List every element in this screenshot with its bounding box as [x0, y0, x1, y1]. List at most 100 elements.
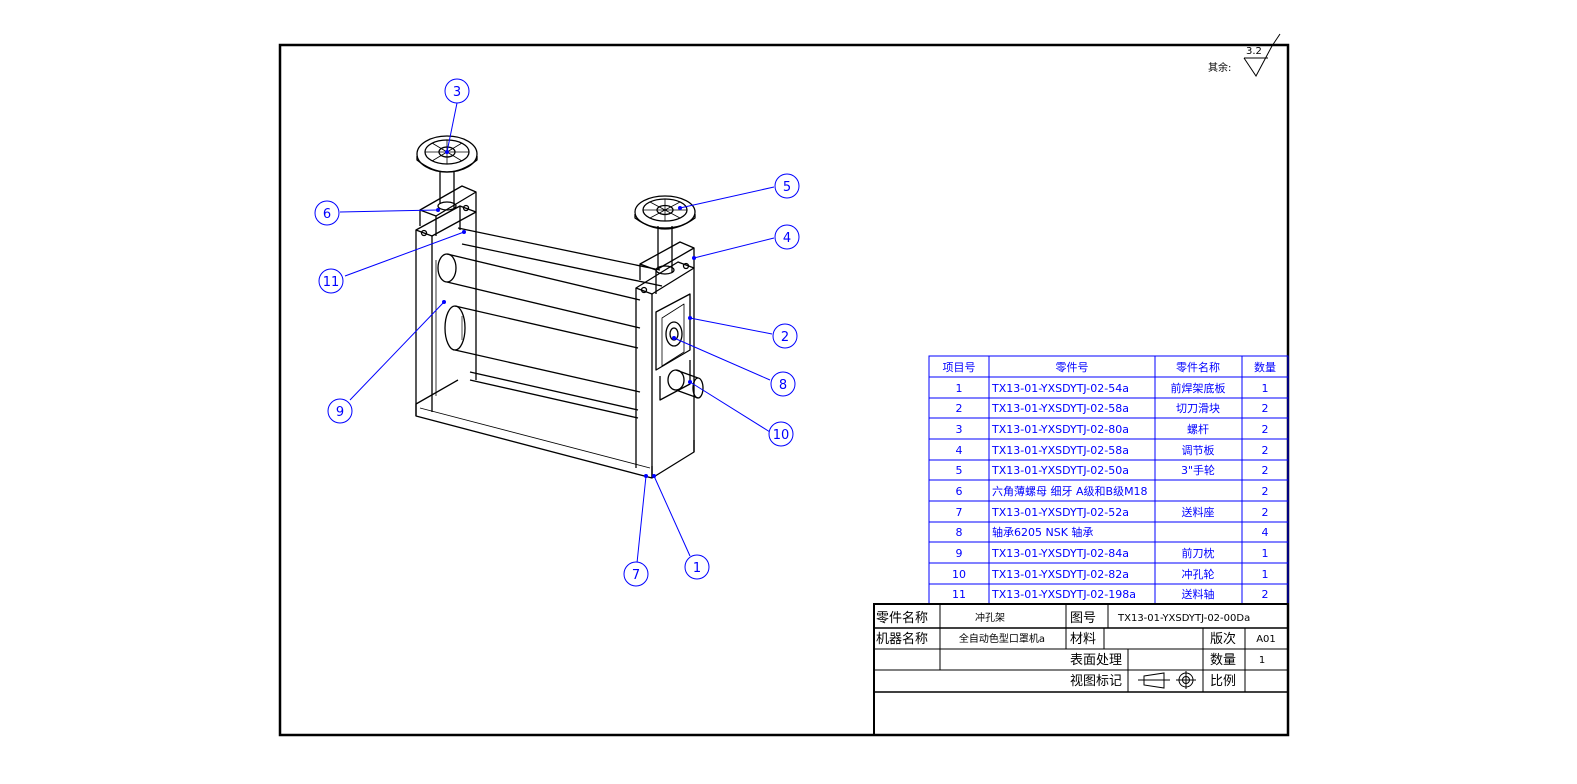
projection-symbol-icon [1138, 671, 1196, 689]
bom-cell-part-name: 前焊架底板 [1171, 381, 1226, 395]
balloon-callouts [339, 102, 775, 564]
balloon-number: 7 [632, 568, 640, 583]
bom-cell-qty: 1 [1262, 382, 1269, 395]
balloon-number: 2 [781, 330, 789, 345]
bom-cell-part-no: TX13-01-YXSDYTJ-02-50a [991, 464, 1129, 477]
bom-cell-qty: 2 [1262, 485, 1269, 498]
bom-cell-part-no: TX13-01-YXSDYTJ-02-84a [991, 547, 1129, 560]
bom-cell-qty: 2 [1262, 464, 1269, 477]
bom-cell-item: 10 [952, 568, 966, 581]
title-block-grid [873, 603, 1289, 736]
bom-header-row: 项目号 零件号 零件名称 数量 [943, 360, 1277, 374]
bom-cell-item: 6 [956, 485, 963, 498]
rollers [437, 227, 663, 419]
bom-row-1: 1 TX13-01-YXSDYTJ-02-54a 前焊架底板 1 [956, 381, 1269, 395]
bom-cell-part-no: TX13-01-YXSDYTJ-02-80a [991, 423, 1129, 436]
bom-row-11: 11 TX13-01-YXSDYTJ-02-198a 送料轴 2 [952, 587, 1269, 601]
balloon-11: 11 [318, 268, 344, 294]
bom-cell-item: 5 [956, 464, 963, 477]
bom-cell-item: 8 [956, 526, 963, 539]
bom-cell-qty: 2 [1262, 588, 1269, 601]
balloon-7: 7 [623, 561, 649, 587]
bom-cell-qty: 1 [1262, 547, 1269, 560]
bom-cell-part-no: TX13-01-YXSDYTJ-02-198a [991, 588, 1136, 601]
shaft-stub [667, 369, 704, 399]
bom-cell-part-name: 螺杆 [1187, 422, 1209, 436]
bom-cell-item: 11 [952, 588, 966, 601]
left-frame [415, 185, 477, 412]
balloon-number: 6 [323, 207, 331, 222]
bom-cell-part-name: 冲孔轮 [1182, 567, 1215, 581]
bom-row-6: 6 六角薄螺母 细牙 A级和B级M18 2 [956, 484, 1269, 498]
balloon-number: 9 [336, 405, 344, 420]
view-mark-label: 视图标记 [1070, 674, 1122, 689]
bom-cell-part-name: 切刀滑块 [1176, 402, 1220, 415]
bom-row-2: 2 TX13-01-YXSDYTJ-02-58a 切刀滑块 2 [956, 402, 1269, 415]
bom-cell-item: 9 [956, 547, 963, 560]
bom-cell-part-name: 送料座 [1182, 505, 1215, 519]
balloon-2: 2 [772, 323, 798, 349]
balloon-4: 4 [774, 224, 800, 250]
balloon-number: 1 [693, 561, 701, 576]
scale-label: 比例 [1210, 674, 1236, 689]
bom-cell-part-no: TX13-01-YXSDYTJ-02-58a [991, 402, 1129, 415]
bom-cell-part-no: TX13-01-YXSDYTJ-02-54a [991, 382, 1129, 395]
bom-cell-qty: 1 [1262, 568, 1269, 581]
bom-cell-qty: 4 [1262, 526, 1269, 539]
quantity-value: 1 [1259, 655, 1265, 666]
surface-treatment-label: 表面处理 [1070, 653, 1122, 668]
leader-arrowheads [436, 150, 696, 478]
bom-cell-part-name: 调节板 [1182, 443, 1215, 457]
bom-grid [928, 355, 1289, 605]
bom-cell-part-no: TX13-01-YXSDYTJ-02-58a [991, 444, 1129, 457]
part-name-value: 冲孔架 [975, 611, 1005, 624]
bom-cell-item: 7 [956, 506, 963, 519]
bom-row-5: 5 TX13-01-YXSDYTJ-02-50a 3"手轮 2 [956, 463, 1269, 477]
balloon-10: 10 [768, 421, 794, 447]
machine-name-label: 机器名称 [876, 631, 928, 647]
bom-cell-part-no: TX13-01-YXSDYTJ-02-82a [991, 568, 1129, 581]
bom-row-8: 8 轴承6205 NSK 轴承 4 [956, 525, 1269, 539]
bom-cell-item: 3 [956, 423, 963, 436]
bom-row-9: 9 TX13-01-YXSDYTJ-02-84a 前刀枕 1 [956, 546, 1269, 560]
quantity-label: 数量 [1210, 653, 1236, 668]
bom-cell-part-name: 3"手轮 [1181, 463, 1215, 477]
surface-roughness-value: 3.2 [1246, 46, 1262, 57]
right-handwheel [634, 195, 696, 275]
bom-cell-qty: 2 [1262, 423, 1269, 436]
balloon-6: 6 [314, 200, 340, 226]
material-label: 材料 [1070, 632, 1096, 647]
bom-cell-qty: 2 [1262, 402, 1269, 415]
part-name-label: 零件名称 [876, 610, 928, 626]
bom-table: 项目号 零件号 零件名称 数量 1 TX13-01-YXSDYTJ-02-54a 前… [928, 355, 1289, 605]
bom-cell-qty: 2 [1262, 506, 1269, 519]
revision-value: A01 [1256, 634, 1276, 645]
bom-cell-item: 2 [956, 402, 963, 415]
drawing-no-value: TX13-01-YXSDYTJ-02-00Da [1117, 613, 1250, 624]
balloon-number: 8 [779, 378, 787, 393]
balloon-number: 3 [453, 85, 461, 100]
balloon-1: 1 [684, 554, 710, 580]
bom-header-part-name: 零件名称 [1176, 360, 1220, 374]
balloon-number: 5 [783, 180, 791, 195]
balloon-number: 10 [773, 428, 790, 443]
left-handwheel [416, 135, 478, 211]
bom-cell-item: 4 [956, 444, 963, 457]
bom-cell-part-no: 轴承6205 NSK 轴承 [992, 525, 1093, 539]
surface-roughness-prefix: 其余: [1208, 61, 1231, 74]
bom-header-qty: 数量 [1254, 361, 1276, 374]
machine-name-value: 全自动色型口罩机a [959, 632, 1045, 645]
bom-cell-part-name: 送料轴 [1182, 587, 1215, 601]
bom-cell-item: 1 [956, 382, 963, 395]
bom-cell-part-name: 前刀枕 [1182, 546, 1215, 560]
revision-label: 版次 [1210, 631, 1236, 647]
balloon-9: 9 [327, 398, 353, 424]
bom-header-part-no: 零件号 [1056, 361, 1089, 374]
bom-cell-part-no: 六角薄螺母 细牙 A级和B级M18 [992, 484, 1148, 498]
right-frame [635, 241, 695, 478]
drawing-no-label: 图号 [1070, 611, 1096, 626]
assembly-view [415, 135, 704, 479]
